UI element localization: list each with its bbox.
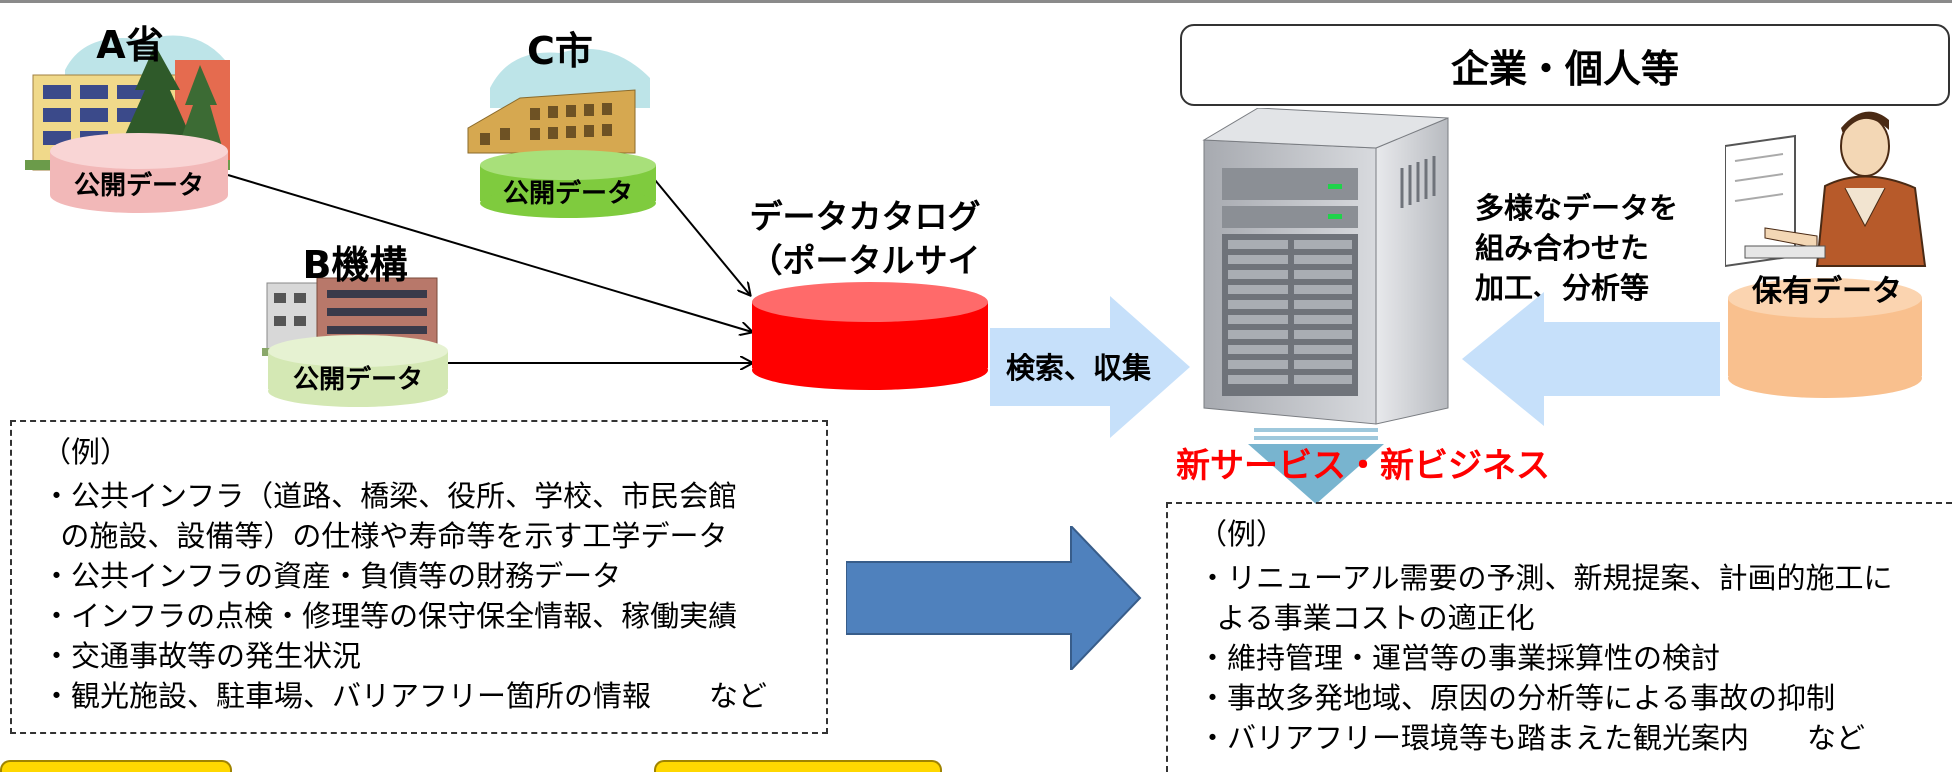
new-service-label: 新サービス・新ビジネス — [1176, 446, 1550, 486]
right-examples-list: ・リニューアル需要の予測、新規提案、計画的施工に よる事業コストの適正化 ・維持… — [1198, 558, 1893, 758]
person-at-computer-icon — [1725, 111, 1927, 268]
c-city-name: C市 — [527, 29, 593, 73]
public-data-examples-box: （例） ・公共インフラ（道路、橋梁、役所、学校、市民会館 の施設、設備等）の仕様… — [10, 420, 828, 734]
new-service-down-arrow — [1248, 428, 1384, 504]
process-description: 多様なデータを 組み合わせた 加工、分析等 — [1475, 188, 1678, 308]
left-example-item: ・交通事故等の発生状況 — [42, 639, 362, 673]
b-public-data-cylinder: 公開データ — [268, 335, 448, 407]
a-public-data-label: 公開データ — [73, 171, 204, 201]
examples-flow-arrow — [846, 526, 1142, 670]
own-data-cylinder — [1728, 278, 1922, 398]
right-example-item: ・事故多発地域、原因の分析等による事故の抑制 — [1198, 681, 1836, 715]
left-examples-list: ・公共インフラ（道路、橋梁、役所、学校、市民会館 の施設、設備等）の仕様や寿命等… — [42, 476, 767, 716]
top-border-line — [0, 0, 1952, 3]
process-line1: 多様なデータを — [1475, 191, 1679, 225]
c-public-data-label: 公開データ — [502, 179, 633, 209]
process-line3: 加工、分析等 — [1475, 271, 1650, 305]
c-city-building-icon — [467, 48, 650, 154]
right-example-item: よる事業コストの適正化 — [1198, 601, 1535, 635]
line-a-to-catalog — [227, 174, 752, 332]
c-public-data-cylinder: 公開データ — [480, 150, 656, 218]
search-collect-label: 検索、収集 — [1006, 351, 1152, 385]
yellow-tab-center — [654, 760, 942, 772]
enterprise-heading: 企業・個人等 — [1180, 24, 1950, 106]
process-line2: 組み合わせた — [1475, 231, 1650, 265]
server-icon — [1202, 108, 1449, 425]
right-example-item: ・維持管理・運営等の事業採算性の検討 — [1198, 641, 1721, 675]
left-examples-title: （例） — [42, 435, 130, 469]
line-c-to-catalog — [654, 179, 750, 295]
b-agency-name: B機構 — [302, 243, 408, 287]
left-example-item: の施設、設備等）の仕様や寿命等を示す工学データ — [42, 519, 728, 553]
left-example-item: ・観光施設、駐車場、バリアフリー箇所の情報 など — [42, 679, 768, 713]
own-data-arrow — [1462, 292, 1720, 426]
search-collect-arrow — [990, 296, 1190, 438]
right-examples-title: （例） — [1198, 517, 1286, 551]
a-public-data-cylinder: 公開データ — [50, 133, 228, 213]
left-example-item: ・インフラの点検・修理等の保守保全情報、稼働実績 — [42, 599, 738, 633]
own-data-label: 保有データ — [1752, 274, 1902, 309]
catalog-title-line1: データカタログ — [749, 197, 981, 236]
left-example-item: ・公共インフラの資産・負債等の財務データ — [42, 559, 622, 593]
yellow-tab-left — [0, 760, 232, 772]
catalog-cylinder — [752, 282, 988, 390]
right-example-item: ・バリアフリー環境等も踏まえた観光案内 など — [1198, 721, 1866, 755]
right-example-item: ・リニューアル需要の予測、新規提案、計画的施工に — [1198, 561, 1893, 595]
left-example-item: ・公共インフラ（道路、橋梁、役所、学校、市民会館 — [42, 479, 738, 513]
a-ministry-name: A省 — [96, 23, 164, 67]
new-business-examples-box: （例） ・リニューアル需要の予測、新規提案、計画的施工に よる事業コストの適正化… — [1166, 502, 1952, 772]
b-public-data-label: 公開データ — [292, 365, 423, 395]
